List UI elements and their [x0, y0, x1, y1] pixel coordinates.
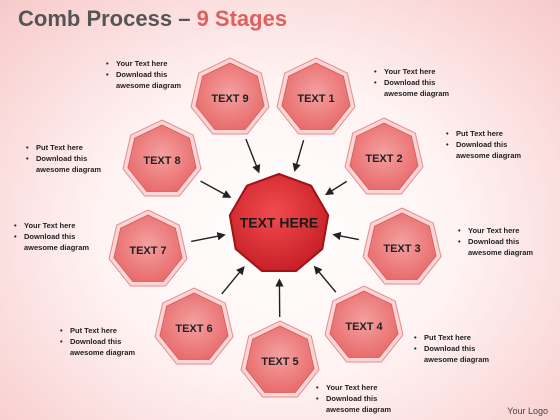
stage-label: TEXT 3	[383, 243, 420, 255]
note-line-continued: awesome diagram	[468, 248, 534, 257]
note-bullet: Put Text here	[60, 325, 135, 336]
note-bullet: Download this	[458, 236, 533, 247]
stage-2: TEXT 2	[344, 117, 424, 195]
arrow-2	[324, 180, 348, 196]
note-bullet: Your Text here	[374, 66, 449, 77]
stage-shape-inner	[195, 62, 265, 130]
stage-shape-inner	[367, 212, 437, 280]
note-line-continued: awesome diagram	[36, 165, 102, 174]
stage-shape-inner	[329, 290, 399, 358]
stage-6: TEXT 6	[154, 287, 234, 365]
stage-shape-inner	[159, 292, 229, 360]
stage-label: TEXT 9	[211, 93, 248, 105]
stage-shape-inner	[113, 214, 183, 282]
note-line-continued: awesome diagram	[116, 81, 182, 90]
stage-shape-inner	[349, 122, 419, 190]
note-line-continued: awesome diagram	[70, 348, 136, 357]
stage-label: TEXT 1	[297, 93, 334, 105]
note-bullet: Your Text here	[316, 382, 391, 393]
note-bullet: Your Text here	[14, 220, 89, 231]
stage-label: TEXT 8	[143, 155, 180, 167]
stage-4: TEXT 4	[324, 285, 404, 363]
slide-title: Comb Process – 9 Stages	[18, 6, 287, 32]
arrow-1	[292, 140, 305, 172]
arrow-7	[191, 232, 226, 243]
stage-8: TEXT 8	[122, 119, 202, 197]
footer-logo: Your Logo	[507, 406, 548, 416]
note-line-continued: awesome diagram	[326, 405, 392, 414]
stage-label: TEXT 5	[261, 356, 298, 368]
note-bullet: Download this	[374, 77, 449, 88]
stage-shape-inner	[127, 124, 197, 192]
note-bullet: Download this	[316, 393, 391, 404]
note-bullet: Your Text here	[458, 225, 533, 236]
title-main: Comb Process	[18, 6, 173, 31]
stages-layer: TEXT 1 TEXT 2 TEXT 3 TEXT 4 TEXT 5 TEXT 6 TEXT…	[108, 57, 442, 398]
stage-label: TEXT 7	[129, 245, 166, 257]
note-line-continued: awesome diagram	[384, 89, 450, 98]
stage-7: TEXT 7	[108, 209, 188, 287]
title-dash: –	[178, 6, 191, 31]
note-bullet: Put Text here	[446, 128, 521, 139]
note-bullet: Download this	[106, 69, 181, 80]
center-label: TEXT HERE	[240, 215, 319, 231]
title-subtitle: 9 Stages	[196, 6, 288, 31]
stage-label: TEXT 4	[345, 321, 383, 333]
stage-shape-inner	[245, 325, 315, 393]
stage-label: TEXT 2	[365, 153, 402, 165]
center-octagon	[228, 172, 330, 272]
note-bullet: Download this	[26, 153, 101, 164]
stage-shape-inner	[281, 62, 351, 130]
note-line-continued: awesome diagram	[424, 355, 490, 364]
stage-3: TEXT 3	[362, 207, 442, 285]
stage-5: TEXT 5	[240, 320, 320, 398]
note-bullet: Download this	[414, 343, 489, 354]
note-line-continued: awesome diagram	[24, 243, 90, 252]
stage-1: TEXT 1	[276, 57, 356, 135]
arrows-layer	[191, 138, 359, 318]
note-bullet: Download this	[14, 231, 89, 242]
stage-label: TEXT 6	[175, 323, 212, 335]
note-bullet: Download this	[60, 336, 135, 347]
arrow-6	[221, 266, 245, 295]
stage-9: TEXT 9	[190, 57, 270, 135]
note-bullet: Your Text here	[106, 58, 181, 69]
arrow-4	[313, 265, 337, 293]
note-bullet: Put Text here	[414, 332, 489, 343]
note-line-continued: awesome diagram	[456, 151, 522, 160]
arrow-9	[245, 138, 261, 174]
center-node: TEXT HERE	[228, 172, 330, 272]
arrow-8	[200, 180, 232, 198]
note-bullet: Download this	[446, 139, 521, 150]
note-bullet: Put Text here	[26, 142, 101, 153]
arrow-3	[332, 231, 359, 241]
